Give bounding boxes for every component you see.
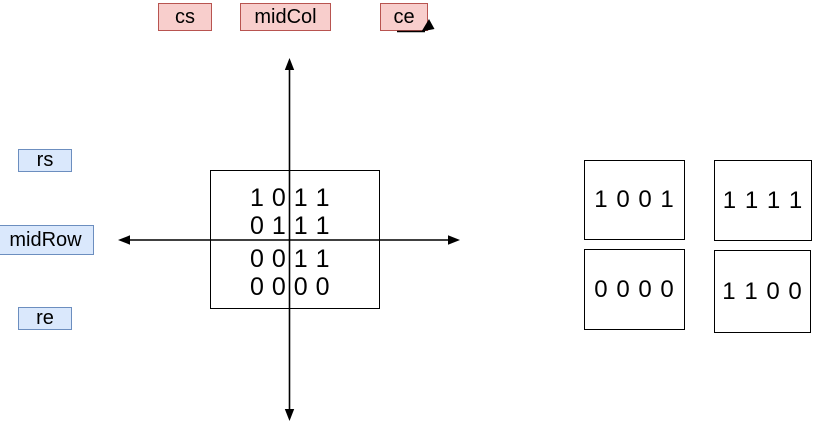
label-ce: ce bbox=[380, 3, 428, 31]
label-ce-text: ce bbox=[393, 5, 415, 28]
arrow-up-icon bbox=[284, 58, 295, 70]
arrow-down-icon bbox=[284, 409, 295, 421]
matrix-row: 0 0 1 1 bbox=[250, 245, 330, 273]
label-cs: cs bbox=[158, 3, 212, 31]
arrow-left-icon bbox=[118, 235, 130, 245]
label-midcol: midCol bbox=[240, 3, 331, 31]
label-rs: rs bbox=[18, 149, 72, 172]
quadrant-box-top-left: 1 0 0 1 bbox=[584, 160, 685, 240]
quadrant-box-bottom-right: 1 1 0 0 bbox=[714, 250, 811, 333]
quadrant-box-bottom-left: 0 0 0 0 bbox=[584, 249, 685, 330]
label-midcol-text: midCol bbox=[254, 5, 317, 28]
matrix-row: 0 0 0 0 bbox=[250, 273, 330, 301]
label-re-text: re bbox=[36, 307, 54, 329]
quadrant-bottom-left-value: 0 0 0 0 bbox=[594, 275, 675, 303]
label-re: re bbox=[18, 307, 72, 330]
quadrant-top-right-value: 1 1 1 1 bbox=[722, 186, 804, 214]
label-midrow-text: midRow bbox=[9, 228, 82, 251]
label-rs-text: rs bbox=[36, 149, 54, 171]
matrix-row: 1 0 1 1 bbox=[250, 184, 330, 212]
quadrant-box-top-right: 1 1 1 1 bbox=[714, 160, 812, 241]
label-midrow: midRow bbox=[0, 225, 94, 255]
matrix-row: 0 1 1 1 bbox=[250, 212, 330, 240]
quadrant-top-left-value: 1 0 0 1 bbox=[594, 186, 675, 213]
arrow-right-icon bbox=[448, 235, 460, 245]
quadrant-bottom-right-value: 1 1 0 0 bbox=[722, 277, 803, 305]
label-cs-text: cs bbox=[175, 5, 195, 28]
